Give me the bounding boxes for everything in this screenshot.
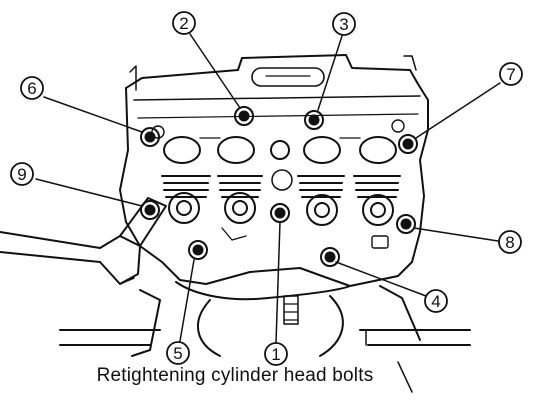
callout-label: 9: [17, 165, 26, 184]
callout-label: 4: [431, 292, 440, 311]
leader-5: [179, 259, 195, 342]
head-bolt-2: [234, 106, 254, 126]
leader-3: [317, 35, 343, 111]
valve-spring-1: [161, 175, 211, 224]
callout-label: 7: [506, 65, 515, 84]
leader-9: [35, 178, 143, 207]
head-bolt-8: [396, 214, 416, 234]
leader-4: [335, 261, 427, 297]
leader-6: [43, 96, 143, 133]
valve-spring-4: [353, 175, 401, 226]
head-bolt-7: [398, 134, 418, 154]
head-bolt-6: [140, 127, 160, 147]
leader-8: [413, 227, 499, 242]
callout-label: 6: [27, 79, 36, 98]
callout-label: 8: [505, 233, 514, 252]
figure-caption: Retightening cylinder head bolts: [96, 365, 374, 386]
head-bolt-9: [140, 200, 160, 220]
callout-8: 8: [498, 230, 522, 254]
head-bolt-4: [320, 247, 340, 267]
head-bolt-5: [188, 240, 208, 260]
valve-spring-3: [297, 175, 345, 226]
torque-wrench: [0, 197, 167, 285]
callout-3: 3: [332, 12, 356, 36]
leader-1: [275, 221, 281, 344]
callout-5: 5: [166, 341, 190, 365]
leader-2: [189, 33, 241, 109]
valve-spring-2: [217, 175, 263, 224]
callout-4: 4: [424, 289, 448, 313]
callout-1: 1: [264, 342, 288, 366]
callout-6: 6: [20, 76, 44, 100]
callout-label: 1: [271, 345, 280, 364]
callout-2: 2: [172, 11, 196, 35]
cylinder-head-outline: [119, 54, 429, 287]
callout-label: 2: [179, 14, 188, 33]
cylinder-block: [59, 281, 471, 393]
callout-7: 7: [499, 62, 523, 86]
callout-9: 9: [10, 162, 34, 186]
callout-label: 5: [173, 344, 182, 363]
head-bolt-3: [304, 110, 324, 130]
leader-7: [415, 82, 501, 139]
head-bolt-1: [270, 203, 290, 223]
callout-label: 3: [339, 15, 348, 34]
